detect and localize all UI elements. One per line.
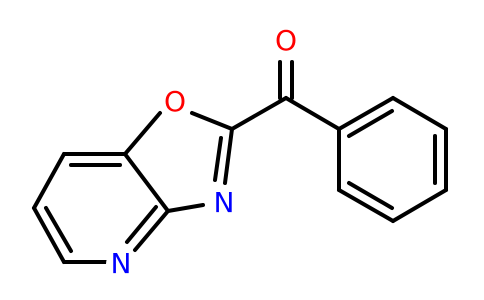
bond-ringo-c7a [123,111,162,156]
bond-ph-1 [337,96,395,131]
bond-c6-c5 [32,206,66,264]
bond-c7-c6 [32,152,66,210]
ring-oxygen: O [160,85,190,118]
bond-ph-1-inner [347,109,394,138]
azole-nitrogen: N [209,186,239,219]
pyridine-nitrogen: N [106,247,136,280]
bond-c2-n3-inner [213,136,223,182]
carbonyl-oxygen: O [271,24,301,57]
bond-ph-2 [391,96,448,131]
atom-label-azole-n: N [214,186,235,219]
bond-c2-ringo [190,111,234,131]
bond-c6-c5-inner [44,206,73,253]
bond-ph-5 [337,188,395,223]
bond-ph-5-inner [347,181,394,210]
atom-label-carbonyl-o: O [275,24,297,57]
bond-n4-c3a-inner [125,205,158,244]
bond-carbonyl-c2 [230,96,288,131]
atom-label-pyridine-n: N [111,247,132,280]
bond-c2-n3 [223,127,234,185]
bond-ph-4 [391,188,448,223]
bond-group [32,60,448,264]
bond-carbonyl-phenyl [284,96,341,131]
bond-n4-c3a [133,209,170,252]
bond-c3a-c7a [123,152,170,213]
atom-label-ring-o: O [164,85,186,118]
bond-n3-c3a [166,203,205,213]
